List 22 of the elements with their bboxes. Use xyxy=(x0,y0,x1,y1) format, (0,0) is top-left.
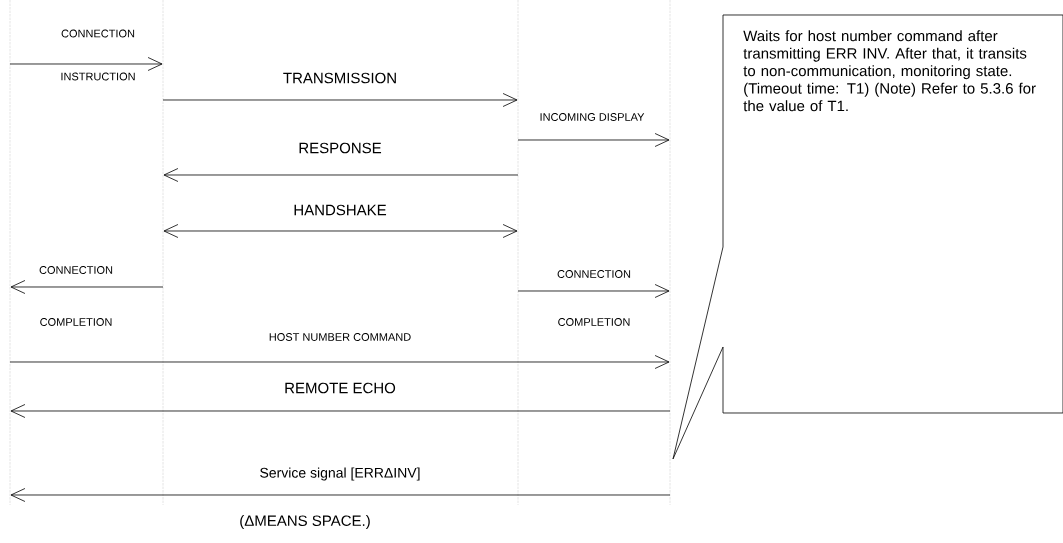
edge-label: Service signal [ERRΔINV] xyxy=(258,466,422,482)
note: (ΔMEANS SPACE.) xyxy=(240,515,370,529)
arrow xyxy=(163,224,518,238)
edge-label: TRANSMISSION xyxy=(281,71,399,85)
callout-box: Waits for host number command after transmitting ERR INV. After that, it transits to non-communication, monitoring state. (Timeout time: T1) (Note) Refer to 5.3.6 for the value of T1. xyxy=(672,14,1063,460)
edge-label: CONNECTION INSTRUCTION xyxy=(61,29,135,81)
edge-label: CONNECTION COMPLETION xyxy=(557,270,631,326)
edge-label: HANDSHAKE xyxy=(292,203,388,217)
arrow xyxy=(10,280,164,294)
arrow xyxy=(10,404,671,418)
edge-label: REMOTE ECHO xyxy=(283,381,397,395)
edge-label: RESPONSE xyxy=(297,141,383,155)
arrow xyxy=(9,355,670,369)
arrow xyxy=(10,488,671,502)
arrow xyxy=(517,284,670,298)
arrow xyxy=(162,93,518,107)
arrow xyxy=(9,57,163,71)
arrow xyxy=(517,133,670,147)
edge-label: INCOMING DISPLAY xyxy=(538,112,646,122)
arrow xyxy=(163,168,519,182)
edge-label: HOST NUMBER COMMAND xyxy=(267,332,413,342)
edge-label: CONNECTION COMPLETION xyxy=(39,266,113,326)
